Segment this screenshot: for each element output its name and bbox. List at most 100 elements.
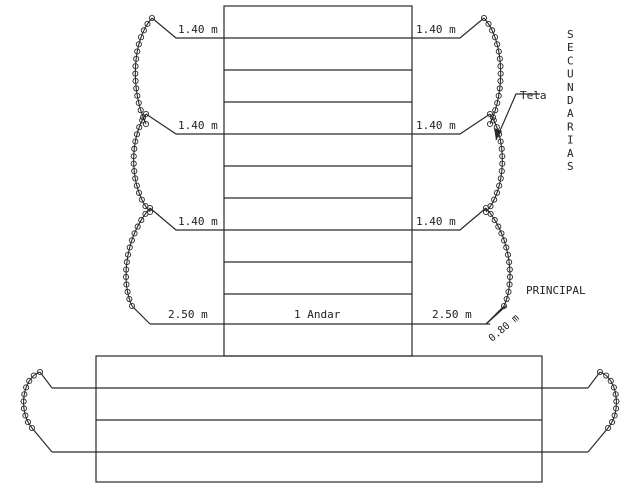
net-arm-podium (23, 371, 617, 453)
net-loop (506, 281, 513, 288)
net-loop (128, 302, 136, 310)
secundarias-letter: S (567, 160, 574, 173)
net-loop (26, 377, 33, 385)
net-loop (133, 182, 140, 189)
net-loop (482, 204, 490, 212)
net-loop (137, 107, 144, 114)
net-loop (137, 34, 145, 41)
net-loop (133, 85, 140, 92)
net-loop (486, 120, 494, 128)
net-loop (495, 92, 502, 99)
secundarias-letter: C (567, 54, 574, 67)
net-loop (498, 145, 505, 152)
net-loop (613, 398, 620, 405)
secundarias-letter: S (567, 28, 574, 41)
net-loop (496, 55, 503, 62)
net-loop (603, 372, 610, 379)
net-loop (131, 230, 138, 237)
net-loop (604, 424, 612, 432)
secundarias-letter: I (567, 134, 574, 147)
net-loop (123, 281, 130, 288)
net-loop (491, 217, 498, 224)
net-loop (134, 48, 141, 55)
net-loop (495, 223, 502, 230)
net-loop (485, 20, 492, 27)
net-loop (122, 273, 130, 281)
label-upper-left: 1.40 m (178, 23, 218, 36)
net-loop (505, 288, 512, 295)
net-loop (132, 138, 139, 145)
net-loop (24, 419, 32, 426)
net-loop (491, 34, 499, 41)
scalloped-net-edges (20, 14, 620, 432)
net-loop (146, 204, 154, 212)
label-principal: PRINCIPAL (526, 284, 586, 297)
net-loop (496, 85, 503, 92)
net-loop (134, 92, 141, 99)
label-mid-right: 1.40 m (416, 119, 456, 132)
net-loop (611, 412, 618, 419)
net-loop (133, 131, 141, 138)
net-loop (497, 77, 504, 85)
net-loop (612, 391, 619, 398)
net-loop (492, 107, 499, 114)
net-loop (130, 160, 137, 167)
net-loop (134, 223, 141, 230)
net-loop (499, 160, 506, 167)
net-loop (28, 424, 36, 432)
net-loop (607, 377, 614, 385)
net-loop (20, 398, 27, 405)
net-loop (23, 384, 30, 391)
net-loop (494, 99, 501, 107)
net-loop (22, 412, 29, 419)
net-loop (497, 70, 504, 77)
net-loop (124, 288, 131, 295)
net-loop (486, 110, 494, 118)
net-loop (493, 189, 501, 196)
building-tower (150, 5, 490, 357)
net-podium-left (23, 371, 41, 429)
label-upper-right: 1.40 m (416, 23, 456, 36)
label-base-right: 2.50 m (432, 308, 472, 321)
secundarias-letter: U (567, 68, 574, 81)
net-upper-left (134, 17, 153, 125)
net-loop (131, 168, 138, 175)
secundarias-letter: E (567, 41, 574, 54)
net-loop (506, 259, 513, 266)
net-loop (128, 237, 135, 244)
tela-arrow (494, 93, 540, 141)
net-loop (596, 368, 604, 376)
net-loop (503, 295, 510, 303)
net-loop (132, 175, 139, 182)
net-loop (123, 259, 130, 266)
net-loop (501, 237, 508, 244)
net-loop (506, 266, 513, 273)
net-loop (494, 41, 501, 48)
net-loop (130, 153, 137, 160)
net-loop (608, 419, 616, 426)
secundarias-letter: A (567, 107, 574, 120)
label-low-left: 1.40 m (178, 215, 218, 228)
net-loop (480, 14, 488, 22)
net-loop (144, 20, 151, 27)
net-loop (491, 196, 498, 203)
label-tela: Tela (520, 89, 547, 102)
secundarias-letter: A (567, 147, 574, 160)
net-loop (135, 189, 143, 196)
net-loop (142, 210, 149, 217)
net-loop (30, 372, 37, 379)
net-loop (136, 124, 143, 131)
secundarias-letter: N (567, 81, 574, 94)
net-loop (499, 153, 506, 160)
net-loop (496, 182, 503, 189)
net-loop (497, 175, 504, 182)
net-loop (131, 145, 138, 152)
label-floor: 1 Andar (294, 308, 341, 321)
net-loop (126, 244, 133, 251)
offset-dimension-line (485, 305, 507, 325)
net-loop (497, 138, 504, 145)
secundarias-letter: D (567, 94, 574, 107)
net-upper-right (483, 17, 502, 125)
